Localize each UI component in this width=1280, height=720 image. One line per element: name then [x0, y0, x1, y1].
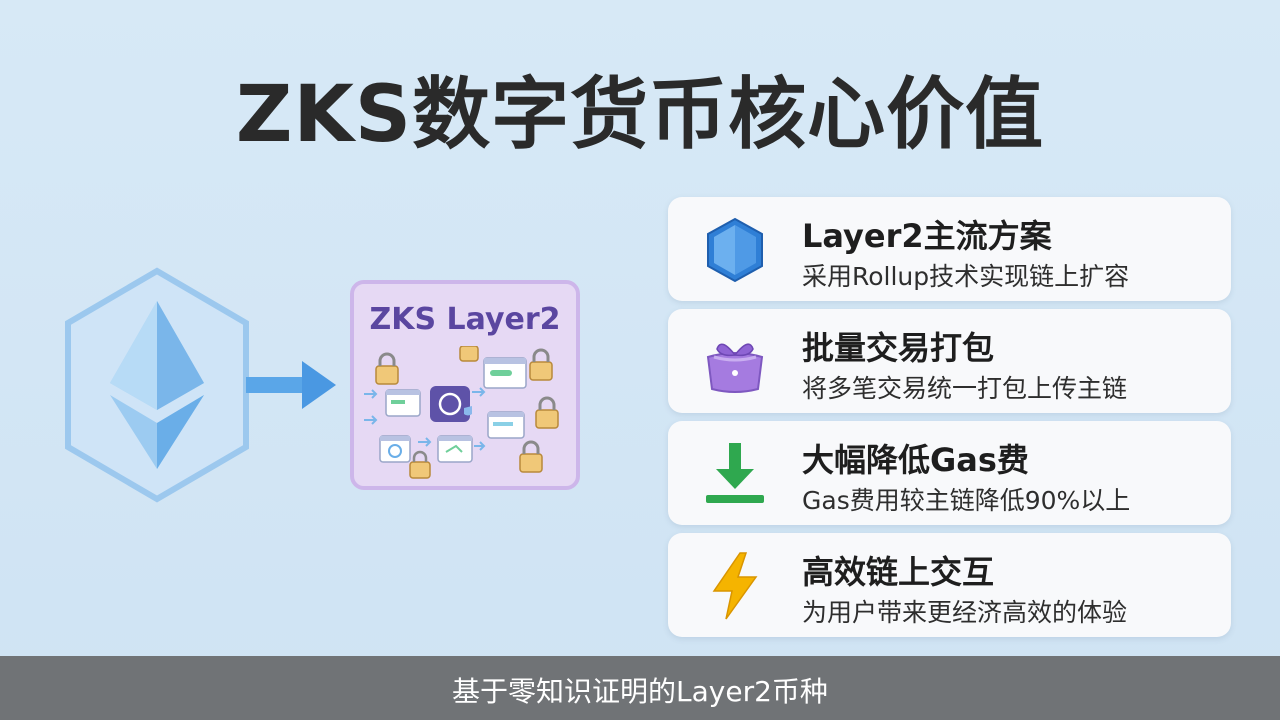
feature-title: 高效链上交互 — [802, 553, 995, 591]
network-illustration — [364, 335, 566, 480]
feature-card-gas: 大幅降低Gas费 Gas费用较主链降低90%以上 — [668, 421, 1231, 525]
ethereum-logo — [62, 265, 252, 505]
window-icon — [385, 389, 421, 417]
feature-desc: 将多笔交易统一打包上传主链 — [802, 374, 1128, 403]
caption-text: 基于零知识证明的Layer2币种 — [452, 675, 828, 708]
feature-desc: 采用Rollup技术实现链上扩容 — [802, 262, 1130, 291]
lock-icon — [519, 440, 543, 473]
hexagon-icon — [700, 215, 770, 285]
feature-card-batch: 批量交易打包 将多笔交易统一打包上传主链 — [668, 309, 1231, 413]
window-icon — [487, 411, 525, 439]
lightning-icon — [700, 551, 770, 621]
feature-card-efficient: 高效链上交互 为用户带来更经济高效的体验 — [668, 533, 1231, 637]
window-icon — [483, 357, 527, 389]
feature-desc: Gas费用较主链降低90%以上 — [802, 486, 1131, 515]
caption-bar: 基于零知识证明的Layer2币种 — [0, 656, 1280, 720]
download-icon — [700, 439, 770, 509]
lock-icon — [409, 450, 431, 479]
feature-title: Layer2主流方案 — [802, 217, 1052, 255]
page-title: ZKS数字货币核心价值 — [235, 70, 1045, 160]
bag-icon — [700, 327, 770, 397]
zks-card-label: ZKS Layer2 — [369, 302, 561, 337]
lock-icon — [529, 348, 553, 381]
hub-icon — [430, 386, 472, 422]
feature-desc: 为用户带来更经济高效的体验 — [802, 598, 1128, 627]
lock-icon — [459, 335, 479, 362]
window-icon — [437, 435, 473, 463]
arrow-right-icon — [246, 355, 338, 415]
lock-icon — [375, 352, 399, 385]
window-icon — [379, 435, 411, 463]
feature-title: 批量交易打包 — [802, 329, 995, 367]
zks-layer2-card: ZKS Layer2 — [350, 280, 580, 490]
feature-card-layer2: Layer2主流方案 采用Rollup技术实现链上扩容 — [668, 197, 1231, 301]
lock-icon — [535, 396, 559, 429]
feature-title: 大幅降低Gas费 — [802, 441, 1029, 479]
